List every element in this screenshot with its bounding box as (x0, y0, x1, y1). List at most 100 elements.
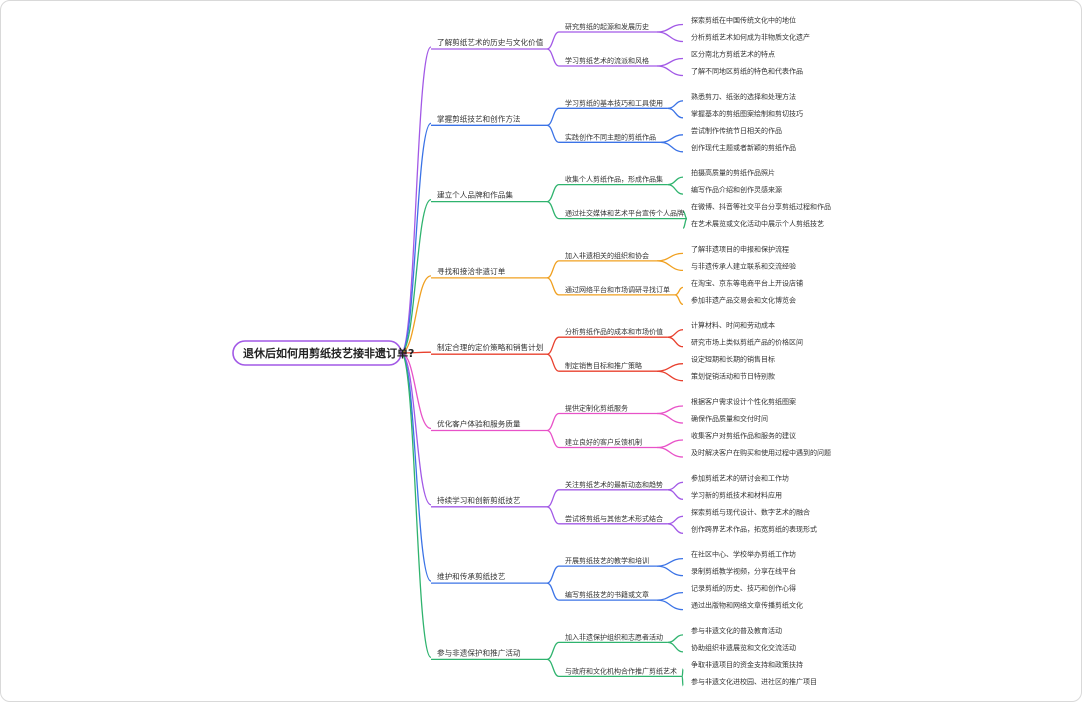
leaf-node-6-1-2[interactable]: 确保作品质量和交付时间 (691, 414, 768, 423)
subbranch-node-9-2[interactable]: 与政府和文化机构合作推广剪纸艺术 (565, 666, 677, 675)
leaf-node-7-2-2[interactable]: 创作跨界艺术作品，拓宽剪纸的表现形式 (691, 524, 817, 533)
edge-sub-7-2-leaf-2 (667, 523, 684, 534)
leaf-node-4-1-2[interactable]: 与非遗传承人建立联系和交流经验 (691, 261, 796, 270)
edge-root-branch-2 (400, 122, 432, 354)
edge-sub-9-1-leaf-2 (667, 641, 684, 653)
leaf-node-5-2-2[interactable]: 策划促销活动和节日特别款 (691, 372, 775, 381)
leaf-node-6-1-1[interactable]: 根据客户需求设计个性化剪纸图案 (691, 397, 796, 406)
leaf-node-9-2-1[interactable]: 争取非遗项目的资金支持和政策扶持 (691, 660, 803, 669)
leaf-node-5-2-1[interactable]: 设定短期和长期的销售目标 (691, 355, 775, 364)
edge-root-branch-7 (400, 352, 432, 506)
leaf-node-5-1-1[interactable]: 计算材料、时间和劳动成本 (691, 321, 775, 330)
edge-sub-5-2-leaf-1 (656, 363, 684, 372)
leaf-node-4-2-1[interactable]: 在淘宝、京东等电商平台上开设店铺 (691, 278, 803, 287)
subbranch-node-7-1[interactable]: 关注剪纸艺术的最新动态和趋势 (565, 480, 663, 489)
leaf-node-2-2-2[interactable]: 创作现代主题或者新颖的剪纸作品 (691, 143, 796, 152)
root-node-box[interactable] (232, 340, 402, 366)
edge-root-branch-1 (400, 46, 432, 354)
edge-sub-8-2-leaf-2 (656, 599, 684, 611)
subbranch-node-7-2[interactable]: 尝试将剪纸与其他艺术形式结合 (565, 514, 663, 523)
edge-sub-6-1-leaf-1 (656, 405, 684, 415)
leaf-node-4-1-1[interactable]: 了解非遗项目的申报和保护流程 (691, 244, 789, 253)
edge-sub-8-1-leaf-2 (656, 565, 684, 577)
edge-branch-2-sub-2 (546, 124, 560, 143)
subbranch-node-6-1[interactable]: 提供定制化剪纸服务 (565, 404, 628, 413)
branch-node-6[interactable]: 优化客户体验和服务质量 (437, 419, 521, 429)
root-node-label: 退休后如何用剪纸技艺接非遗订单? (243, 346, 414, 360)
edge-branch-3-sub-1 (546, 183, 560, 203)
leaf-node-3-1-2[interactable]: 编写作品介绍和创作灵感来源 (691, 185, 782, 194)
edge-sub-1-1-leaf-1 (656, 23, 684, 33)
leaf-node-1-1-1[interactable]: 探索剪纸在中国传统文化中的地位 (691, 16, 796, 25)
edge-sub-1-2-leaf-2 (656, 65, 684, 77)
branch-node-8[interactable]: 维护和传承剪纸技艺 (437, 571, 506, 581)
subbranch-node-4-2[interactable]: 通过网络平台和市场调研寻找订单 (565, 285, 670, 294)
leaf-node-1-2-1[interactable]: 区分南北方剪纸艺术的特点 (691, 50, 775, 59)
branch-node-9[interactable]: 参与非遗保护和推广活动 (437, 647, 521, 657)
leaf-node-8-2-1[interactable]: 记录剪纸的历史、技巧和创作心得 (691, 584, 796, 593)
leaf-node-7-2-1[interactable]: 探索剪纸与现代设计、数字艺术的融合 (691, 507, 810, 516)
branch-node-7[interactable]: 持续学习和创新剪纸技艺 (437, 495, 521, 505)
leaf-node-1-2-2[interactable]: 了解不同地区剪纸的特色和代表作品 (691, 67, 803, 76)
edge-sub-5-1-leaf-1 (667, 329, 684, 338)
edge-sub-9-2-leaf-2 (681, 675, 684, 687)
edge-branch-5-sub-1 (546, 336, 560, 355)
edge-root-branch-4 (400, 275, 432, 354)
edge-sub-7-1-leaf-2 (667, 489, 684, 500)
leaf-node-3-2-2[interactable]: 在艺术展览或文化活动中展示个人剪纸技艺 (691, 219, 824, 228)
leaf-node-9-2-2[interactable]: 参与非遗文化进校园、进社区的推广项目 (691, 677, 817, 686)
subbranch-node-8-2[interactable]: 编写剪纸技艺的书籍或文章 (565, 590, 649, 599)
leaf-node-7-1-2[interactable]: 学习新的剪纸技术和材料应用 (691, 490, 782, 499)
subbranch-node-8-1[interactable]: 开展剪纸技艺的教学和培训 (565, 556, 649, 565)
leaf-node-4-2-2[interactable]: 参加非遗产品交易会和文化博览会 (691, 295, 796, 304)
edge-sub-4-2-leaf-2 (674, 294, 684, 306)
subbranch-node-5-1[interactable]: 分析剪纸作品的成本和市场价值 (565, 327, 663, 336)
edge-root-branch-5 (400, 351, 432, 354)
edge-sub-6-2-leaf-2 (656, 446, 684, 458)
branch-node-2[interactable]: 掌握剪纸技艺和创作方法 (437, 113, 521, 123)
branch-node-1[interactable]: 了解剪纸艺术的历史与文化价值 (437, 37, 544, 47)
edge-sub-3-1-leaf-1 (667, 176, 684, 186)
subbranch-node-1-1[interactable]: 研究剪纸的起源和发展历史 (565, 22, 649, 31)
subbranch-node-3-1[interactable]: 收集个人剪纸作品，形成作品集 (565, 175, 663, 184)
leaf-node-2-1-1[interactable]: 熟悉剪刀、纸张的选择和处理方法 (691, 92, 796, 101)
edge-branch-9-sub-2 (546, 658, 560, 678)
leaf-node-5-1-2[interactable]: 研究市场上类似剪纸产品的价格区间 (691, 338, 803, 347)
leaf-node-9-1-1[interactable]: 参与非遗文化的普及教育活动 (691, 626, 782, 635)
subbranch-node-3-2[interactable]: 通过社交媒体和艺术平台宣传个人品牌 (565, 209, 684, 218)
leaf-node-6-2-2[interactable]: 及时解决客户在购买和使用过程中遇到的问题 (691, 448, 831, 457)
edge-root-branch-6 (400, 352, 432, 430)
leaf-node-3-1-1[interactable]: 拍摄高质量的剪纸作品照片 (691, 168, 775, 177)
branch-node-3[interactable]: 建立个人品牌和作品集 (437, 190, 513, 200)
subbranch-node-4-1[interactable]: 加入非遗相关的组织和协会 (565, 251, 649, 260)
edge-root-branch-8 (400, 352, 432, 582)
edge-sub-8-1-leaf-1 (656, 557, 684, 567)
leaf-node-2-1-2[interactable]: 掌握基本的剪纸图案绘制和剪切技巧 (691, 109, 803, 118)
subbranch-node-6-2[interactable]: 建立良好的客户反馈机制 (565, 438, 642, 447)
branch-node-4[interactable]: 寻找和接洽非遗订单 (437, 266, 506, 276)
subbranch-node-2-1[interactable]: 学习剪纸的基本技巧和工具使用 (565, 98, 663, 107)
leaf-node-7-1-1[interactable]: 参加剪纸艺术的研讨会和工作坊 (691, 473, 789, 482)
leaf-node-9-1-2[interactable]: 协助组织非遗展览和文化交流活动 (691, 643, 796, 652)
leaf-node-3-2-1[interactable]: 在微博、抖音等社交平台分享剪纸过程和作品 (691, 202, 831, 211)
leaf-node-6-2-1[interactable]: 收集客户对剪纸作品和服务的建议 (691, 431, 796, 440)
edge-branch-4-sub-1 (546, 260, 560, 279)
subbranch-node-5-2[interactable]: 制定销售目标和推广策略 (565, 361, 642, 370)
subbranch-node-9-1[interactable]: 加入非遗保护组织和志愿者活动 (565, 632, 663, 641)
edge-root-branch-9 (400, 352, 432, 659)
leaf-node-1-1-2[interactable]: 分析剪纸艺术如何成为非物质文化遗产 (691, 33, 810, 42)
leaf-node-8-2-2[interactable]: 通过出版物和网络文章传播剪纸文化 (691, 601, 803, 610)
edge-branch-9-sub-1 (546, 641, 560, 661)
branch-node-5[interactable]: 制定合理的定价策略和销售计划 (437, 342, 543, 352)
edge-sub-4-2-leaf-1 (674, 286, 684, 296)
leaf-node-8-1-2[interactable]: 录制剪纸教学视频，分享在线平台 (691, 567, 796, 576)
subbranch-node-2-2[interactable]: 实践创作不同主题的剪纸作品 (565, 132, 656, 141)
leaf-node-8-1-1[interactable]: 在社区中心、学校举办剪纸工作坊 (691, 550, 796, 559)
leaf-node-2-2-1[interactable]: 尝试制作传统节日相关的作品 (691, 126, 782, 135)
subbranch-node-1-2[interactable]: 学习剪纸艺术的流派和风格 (565, 56, 649, 65)
edge-root-branch-3 (400, 198, 432, 354)
edge-sub-7-2-leaf-1 (667, 515, 684, 525)
edge-branch-8-sub-2 (546, 582, 560, 601)
edge-branch-7-sub-2 (546, 506, 560, 525)
edge-sub-5-2-leaf-2 (656, 370, 684, 382)
